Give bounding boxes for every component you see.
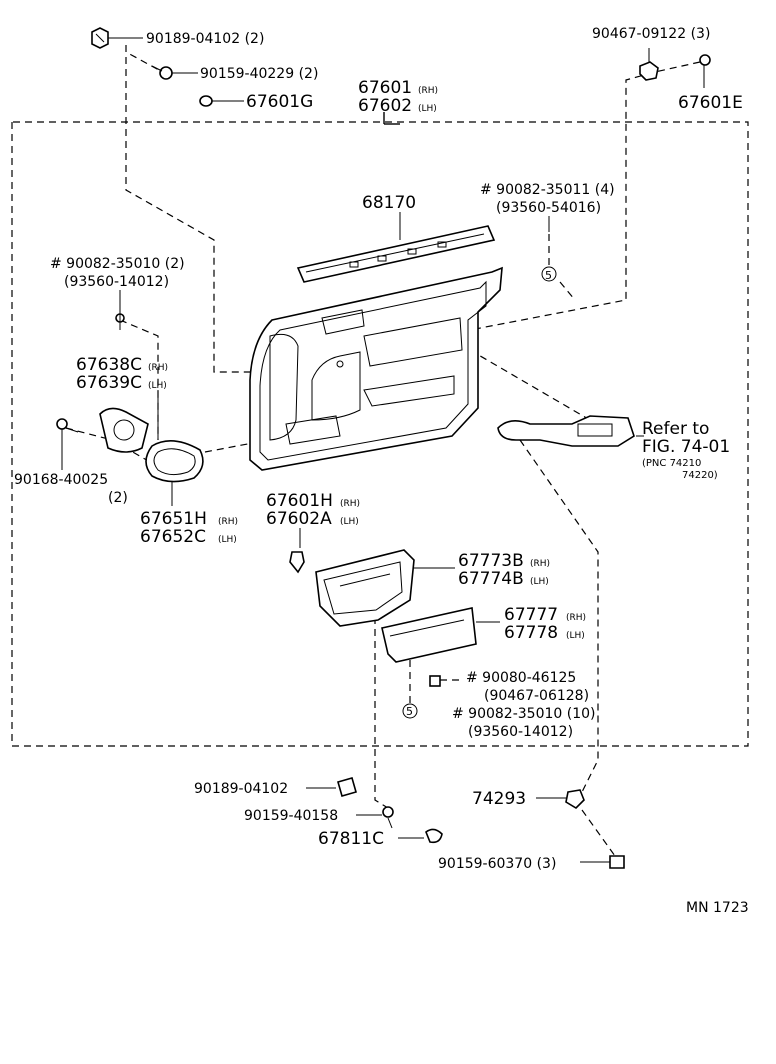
label-67774B: 67774B	[458, 569, 524, 589]
label-90159-40229: 90159-40229 (2)	[200, 66, 318, 82]
cap-67601G	[199, 95, 213, 107]
label-67777: 67777	[504, 605, 558, 625]
label-refer-to: Refer to	[642, 419, 709, 439]
label-67811C: 67811C	[318, 829, 384, 849]
callout-5-upper: 5	[541, 266, 557, 282]
speaker-grille-67651H	[145, 440, 204, 483]
diagram-code: MN 1723	[686, 900, 749, 916]
label-90168-qty: (2)	[108, 490, 128, 506]
label-67651H-rh: (RH)	[218, 517, 238, 527]
screw-90159-40158	[382, 806, 394, 829]
label-93560-14012-a: (93560-14012)	[64, 274, 169, 290]
label-67778-lh: (LH)	[566, 631, 585, 641]
label-90080-46125: # 90080-46125	[466, 670, 576, 686]
clip-74293	[565, 789, 585, 810]
callout-5-upper-text: 5	[545, 269, 552, 282]
label-67651H: 67651H	[140, 509, 207, 529]
label-67601-rh: (RH)	[418, 86, 438, 96]
label-pnc-74210: (PNC 74210	[642, 458, 701, 469]
label-67652C: 67652C	[140, 527, 206, 547]
screw-90159-40229	[151, 65, 173, 80]
label-67601: 67601	[358, 78, 412, 98]
label-90189-04102-2: 90189-04102 (2)	[146, 31, 264, 47]
armrest-67773B	[315, 549, 415, 627]
assembly-boundary-frame	[11, 121, 749, 747]
clip-90080-46125	[429, 675, 441, 687]
label-90467-06128: (90467-06128)	[484, 688, 589, 704]
label-68170: 68170	[362, 193, 416, 213]
label-67601G: 67601G	[246, 92, 313, 112]
label-90082-35010-2: # 90082-35010 (2)	[50, 256, 185, 272]
label-67602-lh: (LH)	[418, 104, 437, 114]
label-90189-04102: 90189-04102	[194, 781, 288, 797]
cap-67601E	[699, 54, 711, 66]
label-67774B-lh: (LH)	[530, 577, 549, 587]
label-90082-35010-10: # 90082-35010 (10)	[452, 706, 596, 722]
screw-90082-35010-left	[115, 310, 125, 330]
clip-90189-04102-top	[91, 27, 109, 49]
clip-67811C	[425, 828, 443, 844]
label-67601H-rh: (RH)	[340, 499, 360, 509]
callout-5-lower: 5	[402, 703, 418, 719]
label-67602A: 67602A	[266, 509, 332, 529]
callout-5-lower-text: 5	[406, 705, 413, 718]
label-67777-rh: (RH)	[566, 613, 586, 623]
label-67602A-lh: (LH)	[340, 517, 359, 527]
label-67639C-lh: (LH)	[148, 381, 167, 391]
label-67638C: 67638C	[76, 355, 142, 375]
label-67602: 67602	[358, 96, 412, 116]
label-90168-40025: 90168-40025	[14, 472, 108, 488]
clip-90189-04102-bottom	[337, 777, 357, 797]
screw-90168-40025	[56, 418, 79, 433]
clip-90467-09122	[639, 61, 659, 81]
door-trim-board	[249, 266, 503, 471]
label-67773B-rh: (RH)	[530, 559, 550, 569]
pad-68170	[296, 225, 496, 283]
label-pnc-74220: 74220)	[682, 470, 718, 481]
label-67652C-lh: (LH)	[218, 535, 237, 545]
pull-handle-67777	[381, 607, 477, 663]
label-67638C-rh: (RH)	[148, 363, 168, 373]
label-93560-14012-b: (93560-14012)	[468, 724, 573, 740]
label-90467-09122: 90467-09122 (3)	[592, 26, 710, 42]
label-90082-35011: # 90082-35011 (4)	[480, 182, 615, 198]
label-67601E: 67601E	[678, 93, 743, 113]
label-93560-54016: (93560-54016)	[496, 200, 601, 216]
label-90159-60370: 90159-60370 (3)	[438, 856, 556, 872]
clip-67601H	[289, 551, 305, 574]
label-67639C: 67639C	[76, 373, 142, 393]
label-90159-40158: 90159-40158	[244, 808, 338, 824]
screw-90159-60370	[609, 855, 625, 869]
label-74293: 74293	[472, 789, 526, 809]
label-67601H: 67601H	[266, 491, 333, 511]
label-fig-74-01: FIG. 74-01	[642, 437, 730, 457]
label-67773B: 67773B	[458, 551, 524, 571]
label-leaders	[61, 37, 705, 863]
handle-bezel-ref-74-01	[497, 415, 635, 447]
speaker-bracket-67638C	[99, 407, 149, 453]
label-67778: 67778	[504, 623, 558, 643]
